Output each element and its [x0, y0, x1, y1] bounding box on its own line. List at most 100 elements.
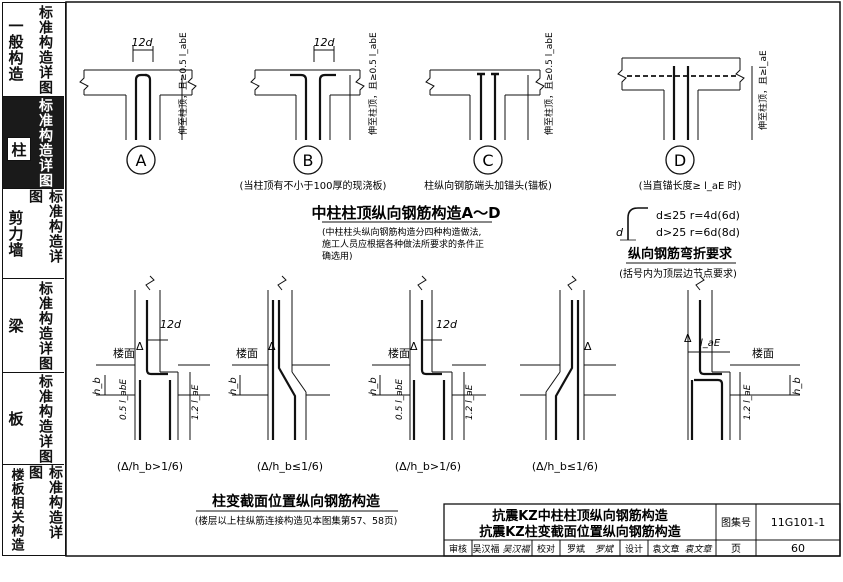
- rebar-bent: [277, 300, 297, 440]
- section-change-5: [687, 275, 800, 440]
- hb-label: h_b: [92, 377, 103, 395]
- diagram-letter-c: C: [482, 151, 493, 170]
- caption-d: (当直锚长度≥ l_aE 时): [639, 179, 742, 192]
- rebar: [318, 73, 336, 140]
- sidebar-section-shear-wall[interactable]: 剪力墙 标准构造详图: [3, 189, 64, 279]
- section-change-2: [232, 275, 330, 440]
- signature: 袁文章: [684, 544, 712, 555]
- chapter-sidebar: 一般构造 标准构造详图 柱 标准构造详图 剪力墙 标准构造详图 梁 标准构造详图…: [2, 2, 66, 556]
- title-line-1: 抗震KZ中柱柱顶纵向钢筋构造: [492, 508, 669, 524]
- sidebar-right-label: 标准构造详图: [37, 4, 53, 95]
- break-mark: [735, 58, 745, 90]
- dim-12d-label: 12d: [132, 36, 154, 49]
- diagram-b: [250, 46, 365, 140]
- dim-12-label: 1.2 l_aE: [191, 384, 201, 420]
- signature: 罗斌: [595, 544, 615, 555]
- sidebar-section-slab-related[interactable]: 楼板相关构造 标准构造详图: [3, 465, 64, 554]
- section-change-4: [520, 275, 616, 440]
- sidebar-left-label: 板: [6, 410, 25, 427]
- bottom-subtitle: (楼层以上柱纵筋连接构造见本图集第57、58页): [195, 515, 398, 527]
- floor-label: 楼面: [752, 346, 774, 360]
- sidebar-section-slab[interactable]: 板 标准构造详图: [3, 373, 64, 465]
- diagram-letter-a: A: [136, 151, 147, 170]
- bend-diagram: [627, 207, 648, 240]
- break-mark: [535, 70, 545, 95]
- hb-label: h_b: [368, 377, 379, 395]
- rebar-bent: [554, 300, 574, 440]
- bend-note: (括号内为顶层边节点要求): [619, 267, 737, 280]
- diagram-c: [425, 69, 545, 140]
- break-mark: [567, 275, 577, 291]
- delta-label: Δ: [268, 340, 276, 353]
- break-mark: [355, 70, 365, 95]
- sidebar-left-label: 梁: [6, 317, 25, 334]
- signature: 吴汉福: [502, 544, 531, 555]
- sidebar-right-label: 标准构造详图: [37, 373, 53, 464]
- dim-half-label: 0.5 l_abE: [119, 379, 129, 420]
- bend-rule-1: d≤25 r=4d(6d): [656, 209, 740, 222]
- d-label: d: [616, 226, 624, 239]
- caption-bottom-4: (Δ/h_b≤1/6): [532, 460, 598, 473]
- sign-name: 罗斌: [567, 543, 585, 555]
- bend-title: 纵向钢筋弯折要求: [628, 246, 733, 262]
- dim-12-label: 1.2 l_aE: [743, 384, 753, 420]
- note-line-3: 确选用): [322, 250, 353, 262]
- dim-12d-label: 12d: [160, 318, 182, 331]
- rebar-bent: [420, 300, 442, 376]
- middle-title: 中柱柱顶纵向钢筋构造A～D: [311, 204, 500, 222]
- note-line-1: (中柱柱头纵向钢筋构造分四种构造做法,: [322, 226, 481, 238]
- label-circle-d: [665, 145, 695, 175]
- sidebar-section-beam[interactable]: 梁 标准构造详图: [3, 279, 64, 373]
- break-mark: [250, 70, 260, 95]
- sidebar-section-general[interactable]: 一般构造 标准构造详图: [3, 3, 64, 97]
- sign-role: 审核: [449, 543, 467, 555]
- atlas-label: 图集号: [721, 516, 751, 529]
- rebar: [134, 73, 147, 140]
- label-circle-c: [473, 145, 503, 175]
- sidebar-left-label: 剪力墙: [6, 209, 25, 258]
- break-mark: [187, 70, 197, 95]
- section-change-1: [96, 275, 210, 440]
- bend-rule-2: d>25 r=6d(8d): [656, 226, 740, 239]
- caption-bottom-1: (Δ/h_b>1/6): [117, 460, 183, 473]
- rebar: [290, 73, 308, 140]
- hb-label: h_b: [792, 377, 803, 395]
- sidebar-left-label: 楼板相关构造: [8, 467, 24, 552]
- rebar: [144, 73, 152, 140]
- delta-label: Δ: [410, 340, 418, 353]
- caption-c: 柱纵向钢筋端头加锚头(锚板): [424, 179, 552, 192]
- page-label: 页: [731, 543, 741, 555]
- break-mark: [277, 275, 287, 291]
- caption-bottom-2: (Δ/h_b≤1/6): [257, 460, 323, 473]
- break-mark: [79, 70, 89, 95]
- dim-half-label: 0.5 l_abE: [395, 379, 405, 420]
- sidebar-active-tag: 柱: [7, 137, 31, 161]
- break-mark: [617, 58, 627, 90]
- anchor-length-label: 伸至柱顶，且≥0.5 l_abE: [177, 32, 189, 135]
- break-mark: [695, 275, 705, 291]
- rebar-bent: [698, 300, 722, 376]
- dim-lae-label: l_aE: [700, 338, 721, 349]
- hb-label: h_b: [228, 377, 239, 395]
- anchor-length-label: 伸至柱顶，且≥l_aE: [757, 50, 769, 130]
- page-number: 60: [791, 542, 805, 555]
- sign-name: 袁文章: [652, 543, 679, 555]
- title-block: [443, 503, 841, 557]
- sign-role: 校对: [537, 543, 555, 555]
- title-line-2: 抗震KZ柱变截面位置纵向钢筋构造: [479, 524, 682, 540]
- caption-bottom-3: (Δ/h_b>1/6): [395, 460, 461, 473]
- column-taper: [291, 371, 307, 393]
- label-circle-b: [293, 145, 323, 175]
- delta-label: Δ: [136, 340, 144, 353]
- dim-12-label: 1.2 l_aE: [465, 384, 475, 420]
- sidebar-right-label: 标准构造详图: [37, 280, 53, 371]
- note-line-2: 施工人员应根据各种做法所要求的条件正: [322, 238, 484, 250]
- sidebar-section-column[interactable]: 柱 标准构造详图: [3, 97, 64, 189]
- diagram-a: [79, 46, 197, 140]
- sidebar-right-label: 标准构造详图: [37, 97, 53, 188]
- atlas-number: 11G101-1: [771, 516, 825, 529]
- rebar-new: [694, 378, 724, 440]
- sidebar-left-label: 一般构造: [6, 17, 25, 82]
